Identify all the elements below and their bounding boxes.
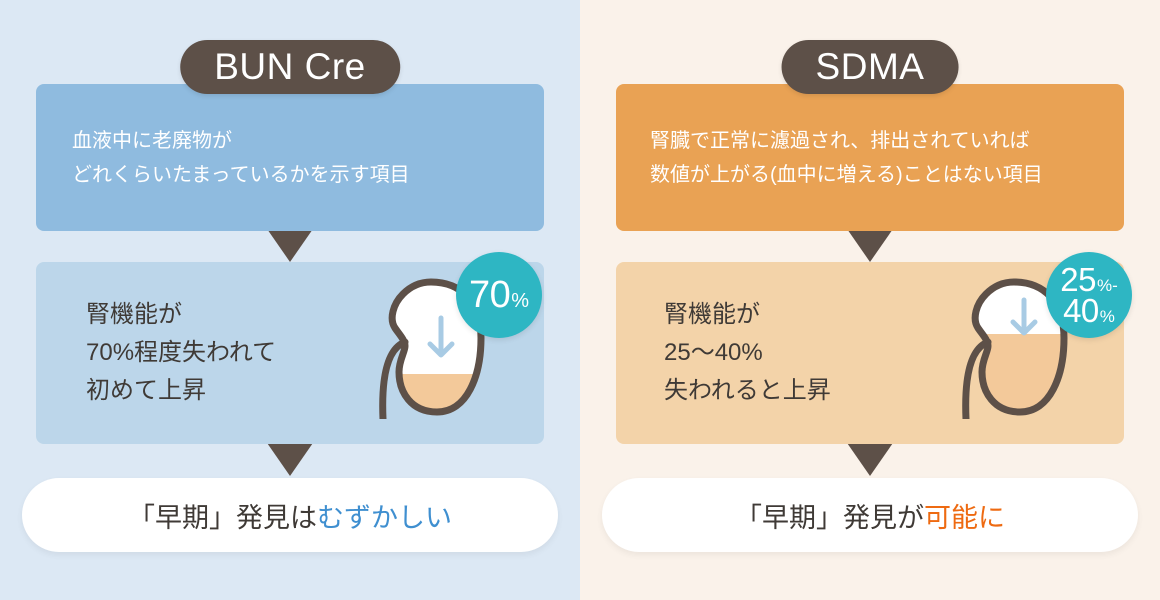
conclusion-box-bun-cre: 「早期」発見はむずかしい: [22, 478, 558, 552]
result-line: 初めて上昇: [86, 377, 206, 404]
badge-line: 25 %-: [1060, 263, 1118, 296]
badge-line: 70 %: [469, 276, 529, 314]
conclusion-prefix: 「早期」発見が: [735, 502, 924, 533]
conclusion-text: 「早期」発見が可能に: [735, 496, 1005, 535]
description-line: どれくらいたまっているかを示す項目: [72, 163, 410, 186]
panel-sdma: SDMA 腎臓で正常に濾過され、排出されていれば 数値が上がる(血中に増える)こ…: [580, 0, 1160, 600]
conclusion-box-sdma: 「早期」発見が可能に: [602, 478, 1138, 552]
result-line: 腎機能が: [86, 301, 182, 328]
kidney-icon: [375, 276, 495, 423]
result-line: 腎機能が: [664, 301, 760, 328]
badge-number: 70: [468, 274, 511, 316]
badge-line: 40 %: [1063, 294, 1115, 327]
conclusion-prefix: 「早期」発見は: [128, 502, 317, 533]
badge-percent-symbol: %: [1099, 307, 1115, 326]
arrow-down-icon: [265, 440, 315, 476]
description-box-sdma: 腎臓で正常に濾過され、排出されていれば 数値が上がる(血中に増える)ことはない項…: [616, 84, 1124, 231]
panel-title-sdma: SDMA: [781, 40, 959, 94]
badge-number: 25: [1060, 261, 1096, 298]
percent-badge-bun-cre: 70 %: [456, 252, 542, 338]
result-line: 25〜40%: [664, 339, 763, 366]
badge-percent-symbol: %-: [1096, 276, 1118, 295]
arrow-down-icon: [265, 226, 315, 262]
percent-badge-sdma: 25 %- 40 %: [1046, 252, 1132, 338]
panel-bun-cre: BUN Cre 血液中に老廃物が どれくらいたまっているかを示す項目 腎機能が …: [0, 0, 580, 600]
panel-title-bun-cre: BUN Cre: [180, 40, 400, 94]
arrow-down-icon: [845, 440, 895, 476]
description-line: 腎臓で正常に濾過され、排出されていれば: [650, 129, 1030, 152]
badge-percent-symbol: %: [511, 290, 530, 312]
result-line: 失われると上昇: [664, 377, 831, 404]
description-box-bun-cre: 血液中に老廃物が どれくらいたまっているかを示す項目: [36, 84, 544, 231]
arrow-down-icon: [845, 226, 895, 262]
conclusion-text: 「早期」発見はむずかしい: [128, 496, 452, 535]
conclusion-accent: 可能に: [924, 502, 1005, 533]
result-line: 70%程度失われて: [86, 339, 277, 366]
conclusion-accent: むずかしい: [317, 502, 452, 533]
description-line: 数値が上がる(血中に増える)ことはない項目: [650, 163, 1043, 186]
badge-number: 40: [1063, 292, 1099, 329]
description-line: 血液中に老廃物が: [72, 129, 232, 152]
